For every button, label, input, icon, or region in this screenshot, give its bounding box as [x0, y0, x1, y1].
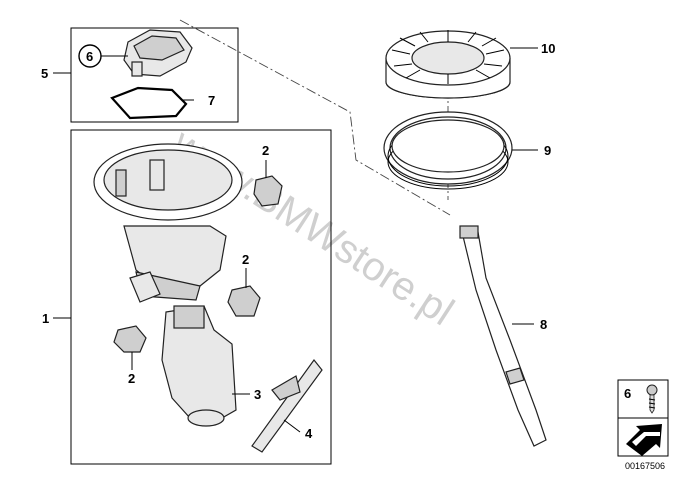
- legend-number: 6: [624, 386, 631, 401]
- callout-10: 10: [541, 41, 555, 56]
- callout-9: 9: [544, 143, 551, 158]
- part-4-filter-pad[interactable]: [251, 359, 323, 453]
- part-10-lock-ring[interactable]: [385, 30, 511, 99]
- arrow-icon: [626, 424, 662, 456]
- callout-2-top: 2: [262, 143, 269, 158]
- part-3-pump[interactable]: [161, 305, 237, 427]
- legend-box: 6: [617, 379, 669, 457]
- frame-part-5: [70, 27, 239, 123]
- callout-6-circle: [78, 44, 102, 68]
- alignment-line: [179, 19, 451, 216]
- part-8-level-sensor[interactable]: [459, 225, 547, 447]
- part-2-clip-bottom[interactable]: [113, 325, 147, 353]
- part-2-clip-middle[interactable]: [227, 285, 261, 317]
- callout-1: 1: [42, 311, 49, 326]
- part-1-pump-assembly[interactable]: [93, 143, 243, 303]
- part-9-seal-ring[interactable]: [383, 111, 513, 190]
- callout-7: 7: [208, 93, 215, 108]
- leader-lines: [53, 47, 538, 433]
- frame-part-1: [70, 129, 332, 465]
- callout-2-bottom: 2: [128, 371, 135, 386]
- part-7-gasket[interactable]: [110, 86, 188, 120]
- callout-5: 5: [41, 66, 48, 81]
- part-2-clip-top[interactable]: [253, 175, 283, 207]
- screw-icon: [646, 384, 658, 414]
- callout-3: 3: [254, 387, 261, 402]
- callout-4: 4: [305, 426, 313, 441]
- callout-8: 8: [540, 317, 547, 332]
- callout-6: 6: [86, 49, 93, 64]
- reference-number: 00167506: [625, 461, 665, 471]
- part-6-cover[interactable]: [123, 29, 193, 77]
- callout-2-middle: 2: [242, 252, 249, 267]
